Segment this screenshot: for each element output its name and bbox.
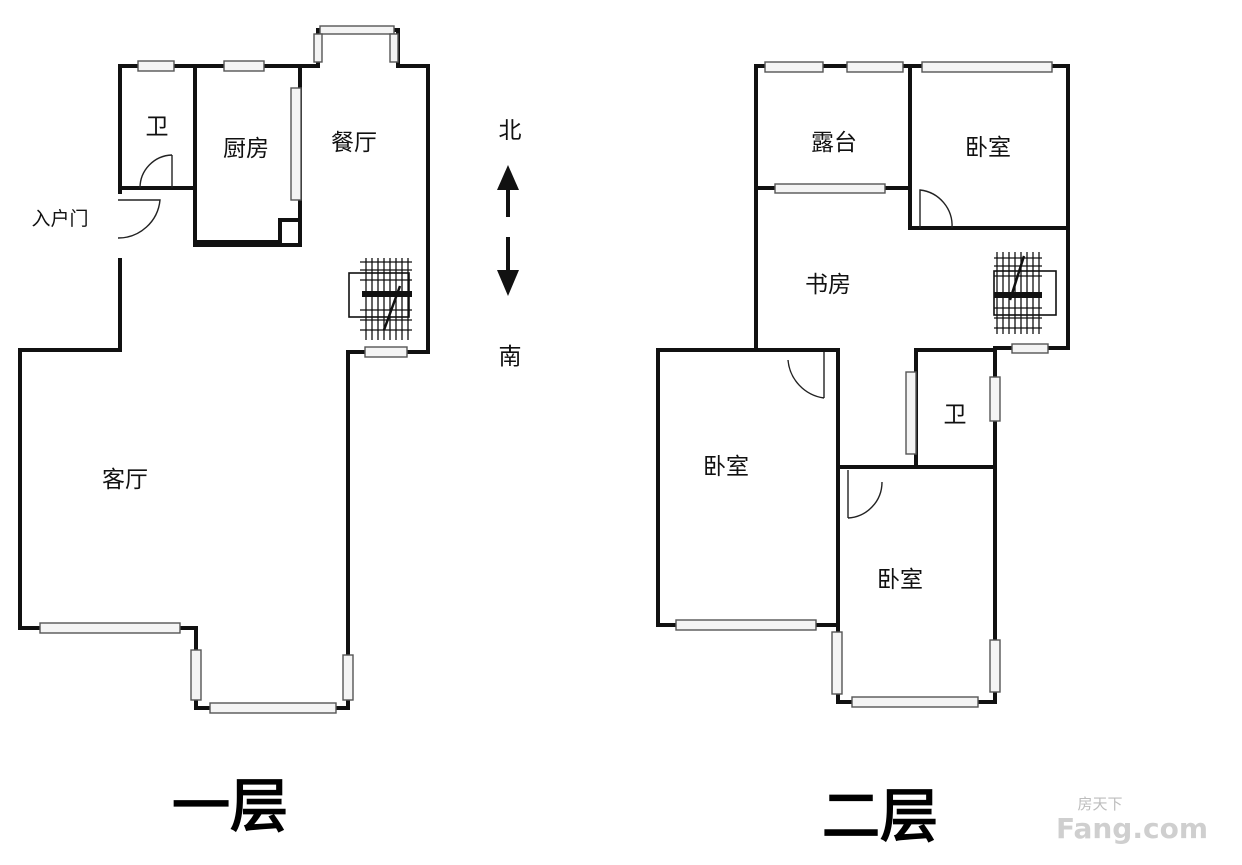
floor2-terrace-label: 露台 [811, 130, 857, 156]
floor2-bedroom-w-wall [656, 348, 840, 627]
floor2-bedroom-w-door [787, 352, 825, 399]
floor1-entrance-door [117, 199, 161, 239]
floor2-study-label: 书房 [805, 272, 851, 298]
floor1-living-bay-left [190, 649, 202, 701]
compass: 北 南 [497, 118, 522, 370]
floor2-title: 二层 [822, 782, 938, 850]
floor2-bath-window-right [989, 376, 1001, 422]
floor1-bath-door [139, 154, 173, 189]
floor1-bath-window [137, 60, 175, 72]
watermark-chinese: 房天下 [1077, 795, 1122, 813]
floor2-bedroom-ne-label: 卧室 [965, 135, 1011, 161]
floor1-kitchen-window [223, 60, 265, 72]
floor2-terrace-rail [774, 183, 886, 194]
floor2-stair-window [1011, 343, 1049, 354]
floor1-kitchen-label: 厨房 [223, 136, 269, 162]
floor1-living-label: 客厅 [102, 467, 148, 493]
floor2-bedroom-s-wall [836, 465, 997, 704]
floor1-bath-label: 卫 [146, 114, 169, 140]
floor1-living-window-bottom [209, 702, 337, 714]
floor-1-plan: 卫 厨房 餐厅 客厅 入户门 一层 [18, 25, 430, 840]
floor2-bath-label: 卫 [944, 402, 967, 428]
floor1-kitchen-side-window [290, 87, 302, 201]
floor2-terrace-window-1 [764, 61, 824, 73]
floor2-bedroom-w-label: 卧室 [703, 454, 749, 480]
floor2-bedroom-ne-window [921, 61, 1053, 73]
floor1-entrance-label: 入户门 [31, 208, 88, 230]
floor1-living-bay-right [342, 654, 354, 701]
floor2-bedroom-s-window-bottom [851, 696, 979, 708]
floor2-bedroom-ne-wall [908, 64, 1070, 230]
floor1-bay-window-top [319, 25, 395, 35]
watermark-brand: Fang.com [1056, 812, 1208, 845]
floor2-bath-window-left [905, 371, 917, 455]
floor1-title: 一层 [172, 772, 288, 840]
floor2-bedroom-s-window-left [831, 631, 843, 695]
floor1-staircase [348, 258, 412, 340]
floor2-bedroom-w-window [675, 619, 817, 631]
compass-north-label: 北 [499, 118, 522, 144]
floor2-study-wall [754, 186, 840, 469]
floor1-dining-label: 餐厅 [331, 130, 377, 156]
floor2-bedroom-ne-door [919, 189, 953, 229]
south-arrow-icon [497, 237, 519, 296]
floor2-bedroom-s-door [847, 470, 883, 519]
floor2-terrace-window-2 [846, 61, 904, 73]
floor1-outer-wall [118, 64, 302, 247]
floor1-living-window-left [39, 622, 181, 634]
floor1-dining-window [364, 346, 408, 358]
floor1-bay-window-left [313, 33, 323, 63]
floor-2-plan: 露台 卧室 书房 卫 卧室 卧室 二层 [656, 61, 1070, 850]
floor2-bedroom-s-label: 卧室 [877, 567, 923, 593]
north-arrow-icon [497, 165, 519, 217]
floor1-bay-window-right [389, 33, 399, 63]
floor2-bedroom-s-window-right [989, 639, 1001, 693]
floor2-staircase [993, 252, 1057, 334]
compass-south-label: 南 [499, 344, 522, 370]
fang-watermark: 房天下 Fang.com [1056, 795, 1208, 845]
